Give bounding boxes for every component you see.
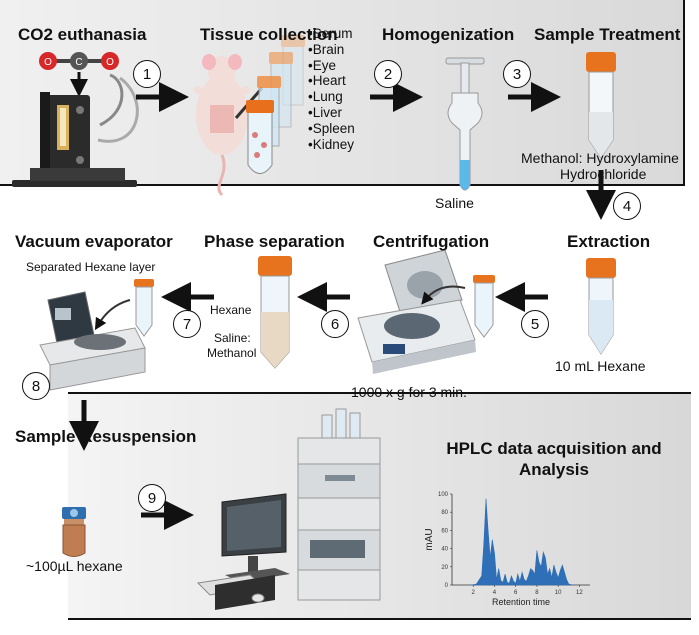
treatment-tube-icon bbox=[586, 52, 616, 159]
tissue-item: •Serum bbox=[308, 26, 353, 41]
tissue-tubes-icon bbox=[246, 35, 305, 174]
phase-separation-title: Phase separation bbox=[204, 232, 345, 251]
phase-separation-tube-icon bbox=[258, 256, 292, 369]
computer-icon bbox=[196, 493, 290, 610]
hexane-layer-label: Hexane bbox=[210, 303, 252, 317]
extraction-tube-icon bbox=[586, 258, 616, 355]
hplc-title: HPLC data acquisition and Analysis bbox=[430, 438, 678, 480]
step-1-badge: 1 bbox=[133, 60, 161, 88]
co2-molecule: O C O bbox=[39, 52, 119, 97]
tissue-item: •Brain bbox=[308, 41, 345, 57]
tissue-item: •Spleen bbox=[308, 120, 355, 136]
x-tick-label: 8 bbox=[535, 590, 539, 596]
homogenizer-icon bbox=[445, 57, 485, 191]
top-section-background bbox=[0, 0, 685, 186]
y-axis-title: mAU bbox=[424, 528, 435, 550]
x-tick-label: 2 bbox=[472, 590, 476, 596]
y-tick-label: 100 bbox=[438, 492, 449, 498]
saline-methanol-label-line1: Saline: bbox=[214, 331, 251, 345]
y-tick-label: 40 bbox=[441, 547, 448, 553]
tissue-item: •Heart bbox=[308, 73, 346, 89]
co2-flowmeter-icon bbox=[12, 73, 139, 187]
vacuum-evaporator-icon bbox=[39, 279, 154, 391]
centrifugation-title: Centrifugation bbox=[373, 232, 490, 251]
oxygen-left-label: O bbox=[44, 57, 52, 68]
resuspension-caption: ~100µL hexane bbox=[26, 558, 123, 574]
step-6-badge: 6 bbox=[321, 310, 349, 338]
saline-methanol-label-line2: Methanol bbox=[207, 346, 257, 360]
sample-vial-icon bbox=[62, 507, 86, 557]
x-tick-label: 10 bbox=[555, 590, 562, 596]
step-7-badge: 7 bbox=[173, 310, 201, 338]
x-tick-label: 4 bbox=[493, 590, 497, 596]
extraction-caption: 10 mL Hexane bbox=[555, 358, 646, 374]
step-5-badge: 5 bbox=[521, 310, 549, 338]
tissue-item: •Kidney bbox=[308, 136, 355, 152]
saline-caption: Saline bbox=[435, 195, 474, 211]
hplc-title-line1: HPLC data acquisition and bbox=[446, 439, 662, 458]
oxygen-right-label: O bbox=[106, 57, 114, 68]
centrifuge-icon bbox=[357, 249, 495, 374]
flow-arrows bbox=[69, 82, 616, 530]
vacuum-caption: Separated Hexane layer bbox=[26, 260, 156, 274]
x-tick-label: 6 bbox=[514, 590, 518, 596]
sample-resuspension-title: Sample Resuspension bbox=[15, 427, 197, 446]
hplc-title-line2: Analysis bbox=[519, 460, 589, 479]
step-9-badge: 9 bbox=[138, 484, 166, 512]
carbon-label: C bbox=[75, 57, 82, 68]
vacuum-evaporator-title: Vacuum evaporator bbox=[15, 232, 173, 251]
tissue-list: •Serum •Brain •Eye •Heart •Lung •Liver •… bbox=[308, 26, 355, 152]
y-tick-label: 20 bbox=[441, 565, 448, 571]
step-8-badge: 8 bbox=[22, 372, 50, 400]
step-2-badge: 2 bbox=[374, 60, 402, 88]
treatment-caption-line2: Hydrochloride bbox=[560, 166, 647, 182]
step-4-badge: 4 bbox=[613, 192, 641, 220]
co2-euthanasia-title: CO2 euthanasia bbox=[18, 25, 147, 44]
mouse-icon bbox=[194, 54, 264, 197]
treatment-caption-line1: Methanol: Hydroxylamine bbox=[521, 150, 679, 166]
chromatogram-area bbox=[471, 498, 574, 586]
homogenization-title: Homogenization bbox=[382, 25, 515, 44]
hplc-machine-icon bbox=[297, 408, 381, 601]
y-tick-label: 0 bbox=[445, 583, 449, 589]
centrifugation-caption: 1000 x g for 3 min. bbox=[351, 384, 467, 400]
tissue-item: •Eye bbox=[308, 57, 336, 73]
extraction-title: Extraction bbox=[567, 232, 651, 251]
y-tick-label: 60 bbox=[441, 528, 448, 534]
x-axis-title: Retention time bbox=[492, 597, 550, 607]
tissue-collection-title: Tissue collection bbox=[200, 25, 338, 44]
y-tick-label: 80 bbox=[441, 510, 448, 516]
step-3-badge: 3 bbox=[503, 60, 531, 88]
sample-treatment-title: Sample Treatment bbox=[534, 25, 681, 44]
tissue-item: •Lung bbox=[308, 89, 343, 105]
x-tick-label: 12 bbox=[576, 590, 583, 596]
tissue-item: •Liver bbox=[308, 104, 342, 120]
